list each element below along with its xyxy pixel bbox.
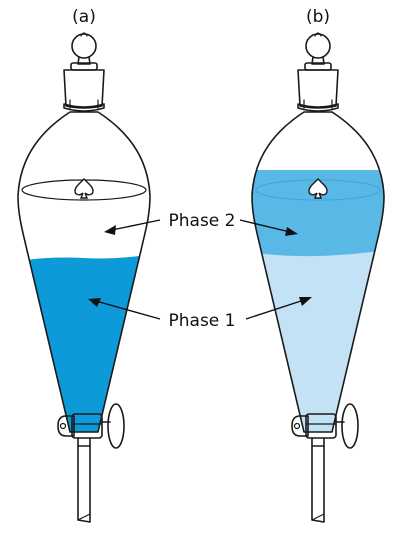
panel-label-b: (b) (306, 7, 330, 27)
arrow-icon (239, 219, 312, 320)
panel-b: (b) (239, 7, 385, 523)
panel-a: (a) (17, 7, 161, 523)
spade-logo-icon (308, 178, 328, 199)
phase1-liquid-a (18, 253, 150, 432)
phase1-label: Phase 1 (169, 311, 236, 331)
stopper-finial-icon (297, 32, 339, 112)
panel-label-a: (a) (72, 7, 96, 27)
funnel-body-b (251, 111, 385, 433)
phase2-label: Phase 2 (169, 211, 236, 231)
funnel-body-a (17, 111, 151, 433)
stopper-finial-icon (63, 32, 105, 112)
spade-logo-icon (74, 178, 94, 199)
arrow-icon (88, 219, 161, 320)
stopcock-icon (291, 403, 359, 523)
stopcock-icon (57, 403, 125, 523)
